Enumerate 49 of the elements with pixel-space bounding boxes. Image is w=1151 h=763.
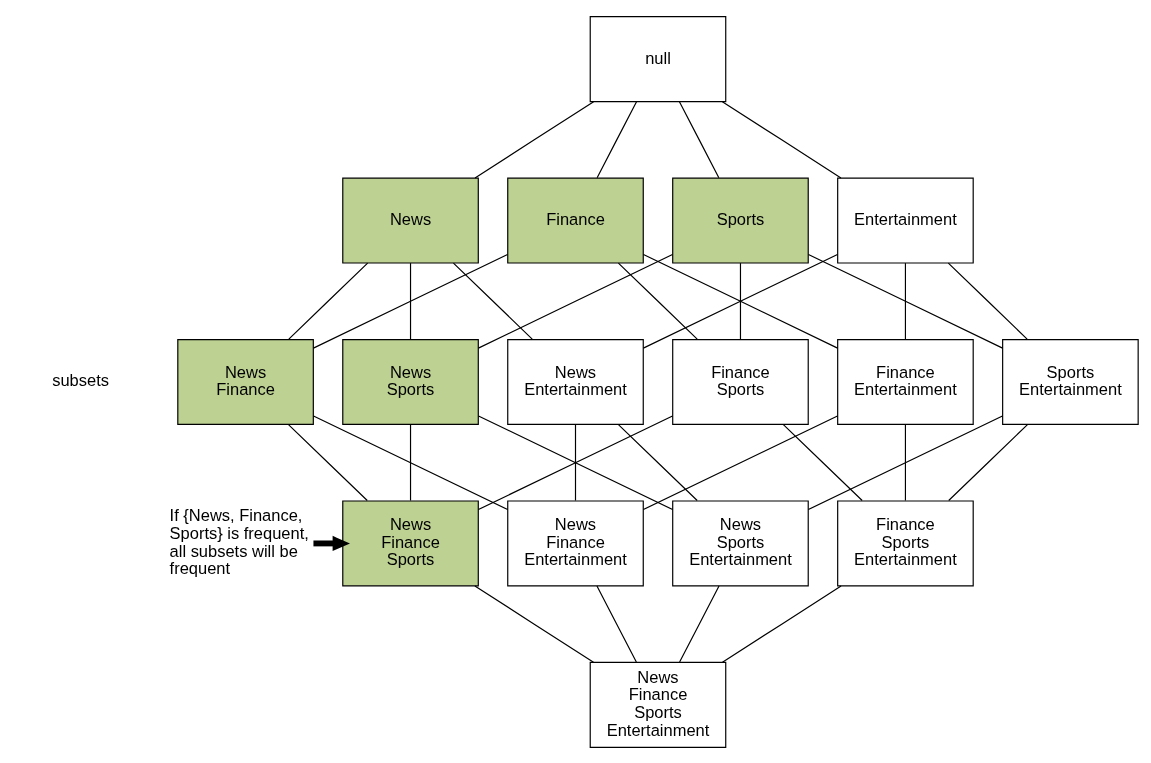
connector xyxy=(474,100,595,178)
connector xyxy=(904,262,907,340)
label: subsets xyxy=(52,370,109,389)
arrow xyxy=(313,535,350,551)
node-box: null xyxy=(589,15,727,102)
connector xyxy=(287,423,368,501)
connector xyxy=(739,262,742,340)
connector xyxy=(409,423,412,501)
connector xyxy=(947,262,1028,340)
node-box: Finance Sports xyxy=(672,338,809,425)
connector xyxy=(617,423,698,501)
node-box: News Sports Entertainment xyxy=(672,499,809,586)
node-box: News Finance Entertainment xyxy=(507,499,644,586)
connector xyxy=(721,100,842,178)
connector xyxy=(409,262,412,340)
connector xyxy=(288,262,369,340)
node-box: News Entertainment xyxy=(507,338,644,425)
connector xyxy=(474,584,595,663)
node-box: Sports Entertainment xyxy=(1002,338,1139,425)
connector xyxy=(477,253,674,349)
connector xyxy=(721,584,842,663)
connector xyxy=(312,414,509,510)
connector xyxy=(312,253,509,349)
node-box: News Finance Sports xyxy=(342,499,479,586)
node-box: Finance Entertainment xyxy=(837,338,974,425)
node-box: News Sports xyxy=(342,338,479,425)
connector xyxy=(782,423,863,501)
connector xyxy=(477,414,674,510)
node-box: Sports xyxy=(672,177,809,264)
node-box: Finance Sports Entertainment xyxy=(837,499,974,586)
node-box: Entertainment xyxy=(837,177,974,264)
connector xyxy=(904,423,907,501)
node-box: News Finance xyxy=(177,338,314,425)
connector xyxy=(679,584,720,663)
connector xyxy=(574,423,577,501)
node-box: News xyxy=(342,177,479,264)
node-box: Finance xyxy=(507,177,644,264)
connector xyxy=(452,262,533,340)
node-text: If {News, Finance, Sports} is frequent, all subsets will be frequent xyxy=(169,505,309,577)
connector xyxy=(596,100,638,178)
connector xyxy=(948,423,1029,501)
connector xyxy=(807,414,1004,510)
connector xyxy=(807,253,1004,349)
connector xyxy=(617,262,698,340)
connector xyxy=(642,253,839,349)
connector xyxy=(596,584,637,663)
connector xyxy=(678,100,720,178)
node-box: News Finance Sports Entertainment xyxy=(589,661,727,748)
connector xyxy=(642,414,839,510)
